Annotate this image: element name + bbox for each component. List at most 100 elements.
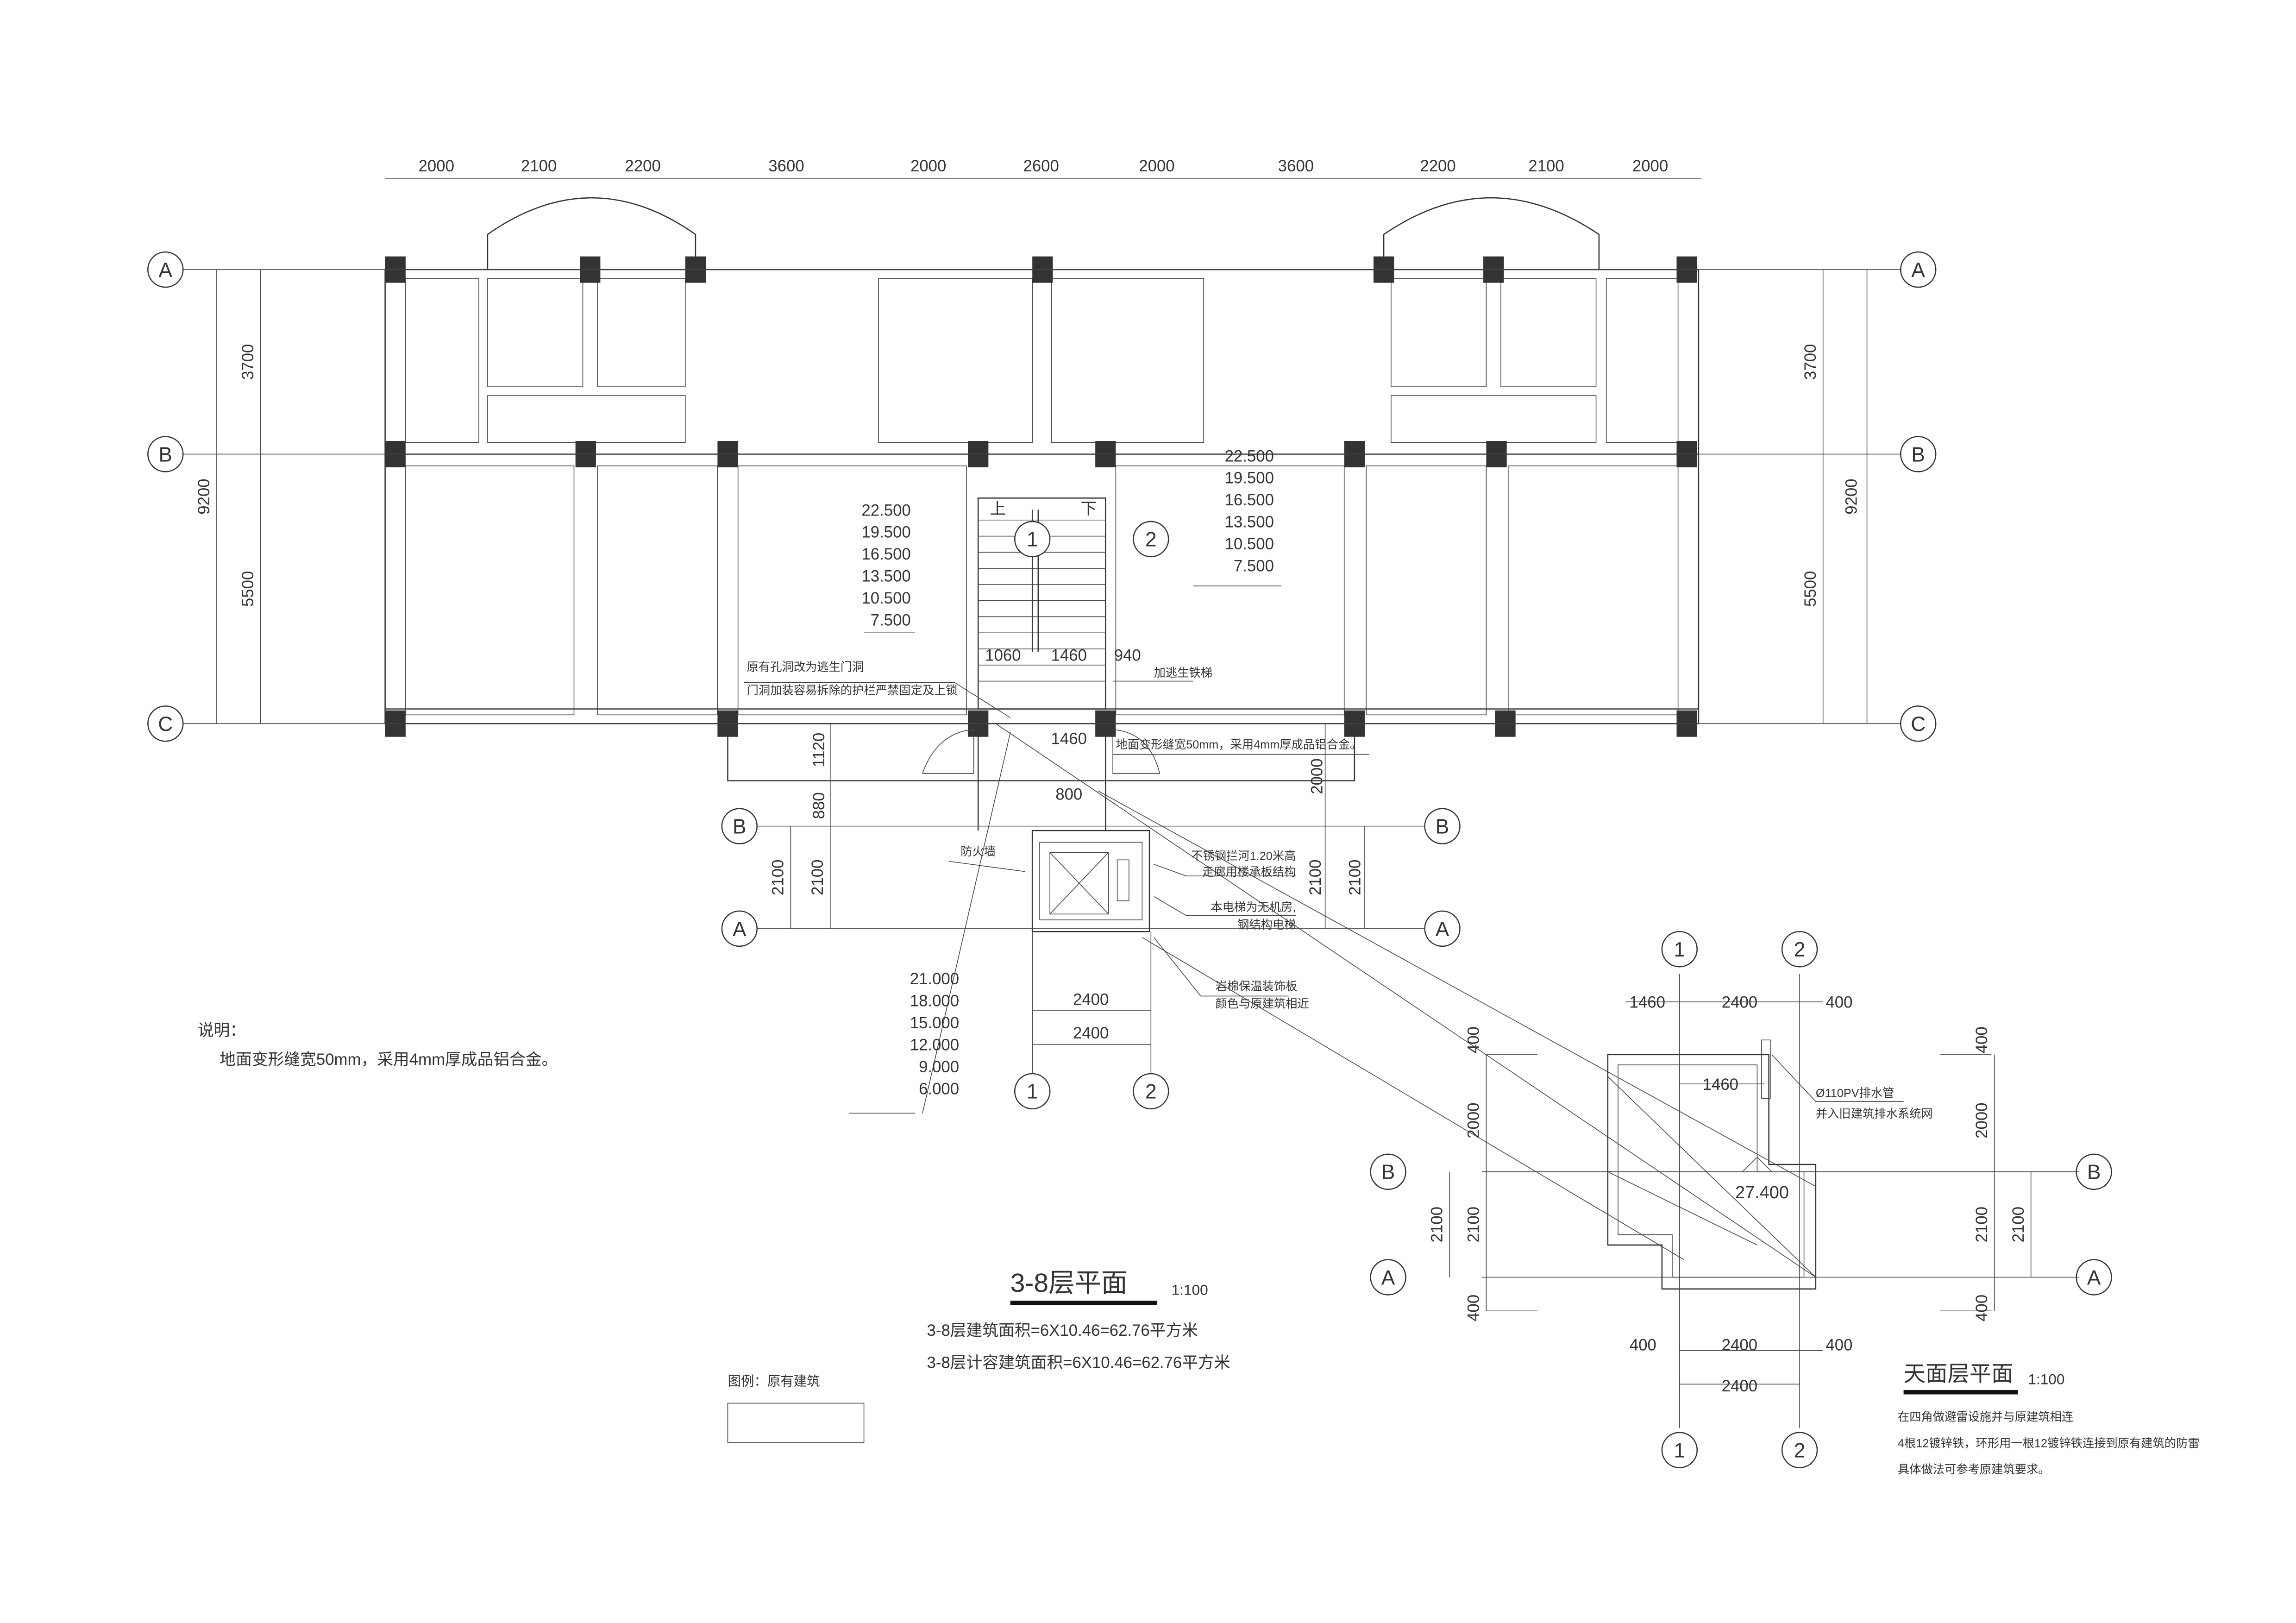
axis-bubble-1: 1: [1014, 521, 1051, 558]
elevation-left: 7.500: [871, 611, 911, 629]
roof-vertical-dimension: 2100: [1429, 1207, 1446, 1242]
top-dimension: 2200: [625, 157, 660, 175]
roof-pipe-note-1: Ø110PV排水管: [1816, 1087, 1895, 1100]
roof-axis-bubble-2: 2: [1781, 1432, 1818, 1468]
dimension-total-right: 9200: [1843, 479, 1860, 515]
roof-dimension: 2400: [1722, 994, 1757, 1012]
top-dimension: 3600: [1278, 157, 1314, 175]
dimension-upper-right: 3700: [1802, 344, 1819, 380]
axis-label: 2: [1145, 528, 1157, 551]
plan-title: 3-8层平面: [1010, 1268, 1128, 1298]
corridor-dimension: 880: [810, 792, 828, 819]
elevation-left: 10.500: [861, 590, 910, 607]
top-dimension: 2000: [910, 157, 946, 175]
roof-note-3: 具体做法可参考原建筑要求。: [1898, 1463, 2050, 1476]
axis-label: C: [158, 713, 173, 736]
axis-bubble-1: 1: [1014, 1073, 1051, 1110]
roof-vertical-dimension: 400: [1465, 1295, 1483, 1321]
lower-dimension: 2100: [770, 860, 787, 895]
roof-axis-bubble-2: 2: [1781, 931, 1818, 968]
axis-bubble-B: B: [1424, 808, 1461, 844]
axis-label: B: [159, 443, 173, 466]
explain-title: 说明：: [198, 1021, 246, 1039]
axis-bubble-A: A: [1900, 251, 1937, 288]
elevator-extension: [922, 723, 1816, 1278]
roof-dimension: 2400: [1722, 1378, 1757, 1395]
roof-vertical-dimension: 400: [1973, 1295, 1991, 1321]
elevation-lower: 6.000: [919, 1080, 959, 1098]
lower-dimension: 2400: [1073, 1025, 1109, 1042]
note-lift-1: 本电梯为无机房,: [1211, 901, 1296, 914]
elevation-lower: 18.000: [910, 993, 959, 1010]
roof-vertical-dimension: 2000: [1465, 1103, 1483, 1139]
axis-label: C: [1911, 713, 1926, 736]
note-panel-2: 颜色与原建筑相近: [1215, 998, 1309, 1011]
axis-label: 1: [1674, 938, 1685, 961]
axis-label: A: [2087, 1266, 2101, 1289]
area-line-1: 3-8层建筑面积=6X10.46=62.76平方米: [927, 1321, 1198, 1340]
axis-bubble-2: 2: [1133, 1073, 1169, 1110]
axis-label: 1: [1027, 1081, 1038, 1103]
top-dimension: 3600: [768, 157, 804, 175]
axis-label: A: [1436, 918, 1449, 941]
axis-bubble-A: A: [147, 251, 184, 288]
roof-vertical-dimension: 2100: [1465, 1207, 1483, 1242]
roof-axis-bubble-A: A: [1370, 1259, 1406, 1296]
roof-axis-bubble-1: 1: [1661, 1432, 1698, 1468]
roof-vertical-dimension: 2100: [2010, 1207, 2027, 1242]
axis-label: A: [1381, 1266, 1395, 1289]
elevation-right: 7.500: [1234, 557, 1274, 575]
roof-dimension: 400: [1826, 994, 1852, 1012]
roof-vertical-dimension: 400: [1465, 1026, 1483, 1053]
corridor-dimension: 2000: [1308, 758, 1326, 794]
roof-dimension: 2400: [1722, 1337, 1757, 1354]
axis-label: B: [1911, 443, 1925, 466]
elevator-car: [1049, 852, 1109, 915]
axis-label: B: [2087, 1161, 2101, 1184]
elevation-right: 22.500: [1225, 447, 1274, 465]
elevation-lower: 15.000: [910, 1014, 959, 1032]
axis-bubble-C: C: [147, 705, 184, 742]
axis-label: 1: [1674, 1439, 1685, 1462]
elevation-right: 19.500: [1225, 470, 1274, 487]
dimension-lower-left: 5500: [239, 571, 257, 607]
axis-bubble-A: A: [721, 910, 758, 947]
note-firewall: 防火墙: [960, 845, 996, 858]
axis-label: 1: [1027, 528, 1038, 551]
stair-dimension: 940: [1114, 647, 1141, 664]
roof-dimension: 1460: [1630, 994, 1665, 1012]
lower-dimension: 2100: [1346, 860, 1364, 895]
elevation-left: 16.500: [861, 546, 910, 563]
plan-notes: 说明： 地面变形缝宽50mm，采用4mm厚成品铝合金。 3-8层平面 1:100…: [198, 1021, 1230, 1443]
corridor-dimension: 1120: [810, 733, 828, 767]
axis-label: B: [733, 815, 747, 838]
axis-bubble-B: B: [147, 436, 184, 472]
roof-plan: 27.400 Ø110PV排水管 并入旧建筑排水系统网 天面层平面 1:100 …: [1449, 974, 2200, 1476]
elevation-left: 19.500: [861, 524, 910, 541]
roof-axis-bubble-B: B: [1370, 1153, 1406, 1190]
elevation-left: 13.500: [861, 568, 910, 585]
dimension-total-left: 9200: [195, 479, 213, 515]
note-joint: 地面变形缝宽50mm，采用4mm厚成品铝合金。: [1116, 738, 1361, 751]
roof-scale: 1:100: [2028, 1371, 2064, 1387]
note-panel-1: 岩棉保温装饰板: [1215, 980, 1297, 993]
roof-dimension: 1460: [1703, 1076, 1738, 1094]
axis-label: A: [159, 259, 173, 282]
stair-dimension: 1060: [985, 647, 1021, 664]
roof-title: 天面层平面: [1904, 1362, 2014, 1386]
roof-note-1: 在四角做避雷设施并与原建筑相连: [1898, 1410, 2073, 1423]
axis-bubble-B: B: [721, 808, 758, 844]
roof-axis-bubble-A: A: [2076, 1259, 2112, 1296]
note-rail-1: 不锈钢拦河1.20米高: [1191, 849, 1296, 862]
axis-label: A: [733, 918, 747, 941]
stair-down-label: 下: [1081, 500, 1097, 518]
legend-label: 图例：原有建筑: [728, 1374, 820, 1389]
elevation-lower: 9.000: [919, 1058, 959, 1076]
explain-text: 地面变形缝宽50mm，采用4mm厚成品铝合金。: [220, 1051, 558, 1069]
roof-elevation: 27.400: [1735, 1183, 1789, 1202]
note-door-1: 原有孔洞改为逃生门洞: [747, 661, 864, 673]
top-dimension: 2200: [1420, 157, 1455, 175]
roof-vertical-dimension: 2100: [1973, 1207, 1991, 1242]
axis-bubble-A: A: [1424, 910, 1461, 947]
